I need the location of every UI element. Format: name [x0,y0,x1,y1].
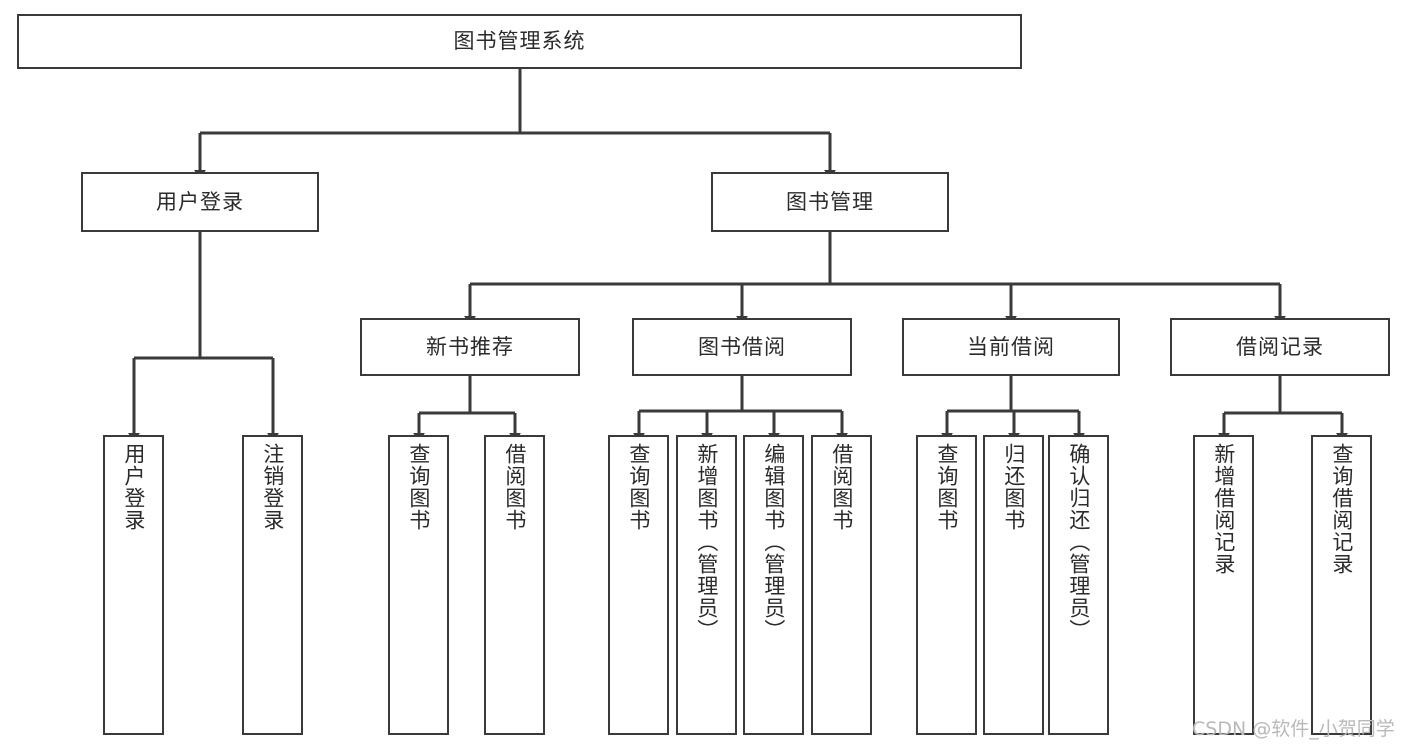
node-leaf-add-record[interactable]: 新增借阅记录 [1193,435,1254,735]
node-label-leaf-query-book-2: 查询图书 [626,443,651,531]
node-user-login[interactable]: 用户登录 [81,172,319,232]
node-leaf-borrow-book-2[interactable]: 借阅图书 [811,435,872,735]
node-label-leaf-borrow-book-1: 借阅图书 [502,443,527,531]
node-leaf-query-book-1[interactable]: 查询图书 [388,435,449,735]
node-label-leaf-logout: 注销登录 [260,443,285,531]
node-label-leaf-user-login: 用户登录 [121,443,146,531]
node-label-leaf-edit-book: 编辑图书（管理员） [761,443,786,641]
node-label-user-login: 用户登录 [156,189,244,214]
node-leaf-confirm-return[interactable]: 确认归还（管理员） [1048,435,1109,735]
node-label-leaf-query-book-3: 查询图书 [934,443,959,531]
node-leaf-query-book-3[interactable]: 查询图书 [916,435,977,735]
node-label-leaf-return-book: 归还图书 [1001,443,1026,531]
node-label-leaf-add-book: 新增图书（管理员） [694,443,719,641]
node-label-leaf-borrow-book-2: 借阅图书 [829,443,854,531]
node-leaf-add-book[interactable]: 新增图书（管理员） [676,435,737,735]
node-label-leaf-query-record: 查询借阅记录 [1329,443,1354,575]
node-book-borrow[interactable]: 图书借阅 [632,318,852,376]
node-root[interactable]: 图书管理系统 [17,14,1022,69]
node-borrow-record[interactable]: 借阅记录 [1170,318,1390,376]
node-leaf-logout[interactable]: 注销登录 [242,435,303,735]
node-leaf-edit-book[interactable]: 编辑图书（管理员） [743,435,804,735]
node-leaf-return-book[interactable]: 归还图书 [983,435,1044,735]
node-label-borrow-record: 借阅记录 [1236,334,1324,359]
node-label-leaf-add-record: 新增借阅记录 [1211,443,1236,575]
node-label-new-book-rec: 新书推荐 [426,334,514,359]
node-label-current-borrow: 当前借阅 [967,334,1055,359]
node-leaf-query-record[interactable]: 查询借阅记录 [1311,435,1372,735]
node-current-borrow[interactable]: 当前借阅 [902,318,1120,376]
node-book-manage[interactable]: 图书管理 [711,172,949,232]
node-new-book-rec[interactable]: 新书推荐 [360,318,580,376]
node-label-leaf-confirm-return: 确认归还（管理员） [1066,443,1091,641]
node-label-leaf-query-book-1: 查询图书 [406,443,431,531]
node-leaf-query-book-2[interactable]: 查询图书 [608,435,669,735]
node-label-book-borrow: 图书借阅 [698,334,786,359]
node-leaf-borrow-book-1[interactable]: 借阅图书 [484,435,545,735]
node-leaf-user-login[interactable]: 用户登录 [103,435,164,735]
csdn-watermark: CSDN @软件_小贺同学 [1192,718,1395,740]
node-label-book-manage: 图书管理 [786,189,874,214]
node-label-root: 图书管理系统 [453,29,586,53]
